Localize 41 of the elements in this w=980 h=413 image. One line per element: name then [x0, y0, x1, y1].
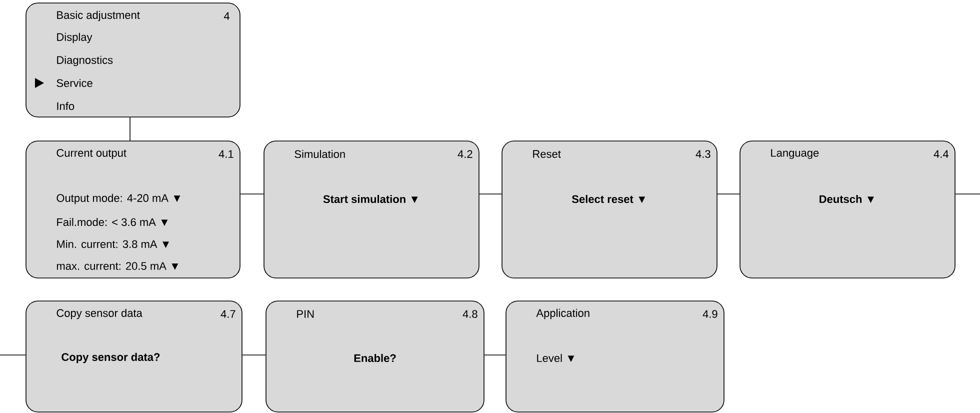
- menu-number: 4.3: [696, 150, 710, 158]
- menu-text: Copy sensor data: [56, 308, 142, 320]
- menu-number: 4.1: [218, 150, 234, 158]
- menu-box: [26, 140, 240, 278]
- menu-text: Fail.mode: < 3.6 mA ▼: [57, 218, 168, 226]
- menu-text: max. current: 20.5 mA ▼: [56, 262, 178, 270]
- menu-value: Enable?: [354, 354, 396, 362]
- menu-text: Basic adjustment: [57, 10, 140, 22]
- menu-number: 4.9: [702, 310, 718, 318]
- menu-number: 4: [224, 12, 230, 20]
- menu-box: [502, 140, 718, 278]
- menu-box: [26, 2, 240, 118]
- menu-box: [26, 300, 242, 412]
- menu-box: [506, 300, 724, 412]
- menu-box: [740, 140, 956, 278]
- menu-number: 4.7: [220, 310, 236, 318]
- menu-value: Copy sensor data?: [62, 352, 160, 364]
- menu-value: Start simulation ▼: [323, 194, 418, 204]
- menu-text: Language: [771, 149, 819, 159]
- menu-text: Application: [536, 308, 590, 320]
- menu-text: Level ▼: [537, 354, 574, 362]
- connector-line: [0, 354, 26, 356]
- menu-text: Service: [56, 78, 92, 88]
- menu-text: Current output: [56, 149, 126, 159]
- menu-box: [266, 300, 484, 412]
- menu-text: Min. current: 3.8 mA ▼: [57, 240, 169, 248]
- menu-text: Reset: [533, 150, 561, 158]
- menu-text: PIN: [297, 310, 314, 318]
- connector-line: [242, 354, 266, 356]
- menu-value: Select reset ▼: [572, 194, 646, 204]
- menu-text: Output mode: 4-20 mA ▼: [56, 194, 180, 204]
- menu-value: Deutsch ▼: [820, 194, 874, 204]
- connector-line: [484, 354, 506, 356]
- menu-text: Display: [57, 32, 92, 44]
- menu-text: Simulation: [294, 150, 345, 158]
- menu-number: 4.8: [462, 310, 478, 318]
- menu-number: 4.4: [934, 150, 948, 158]
- menu-box: [264, 140, 480, 278]
- menu-text: Diagnostics: [57, 56, 113, 66]
- menu-number: 4.2: [458, 150, 472, 158]
- menu-text: Info: [57, 102, 74, 110]
